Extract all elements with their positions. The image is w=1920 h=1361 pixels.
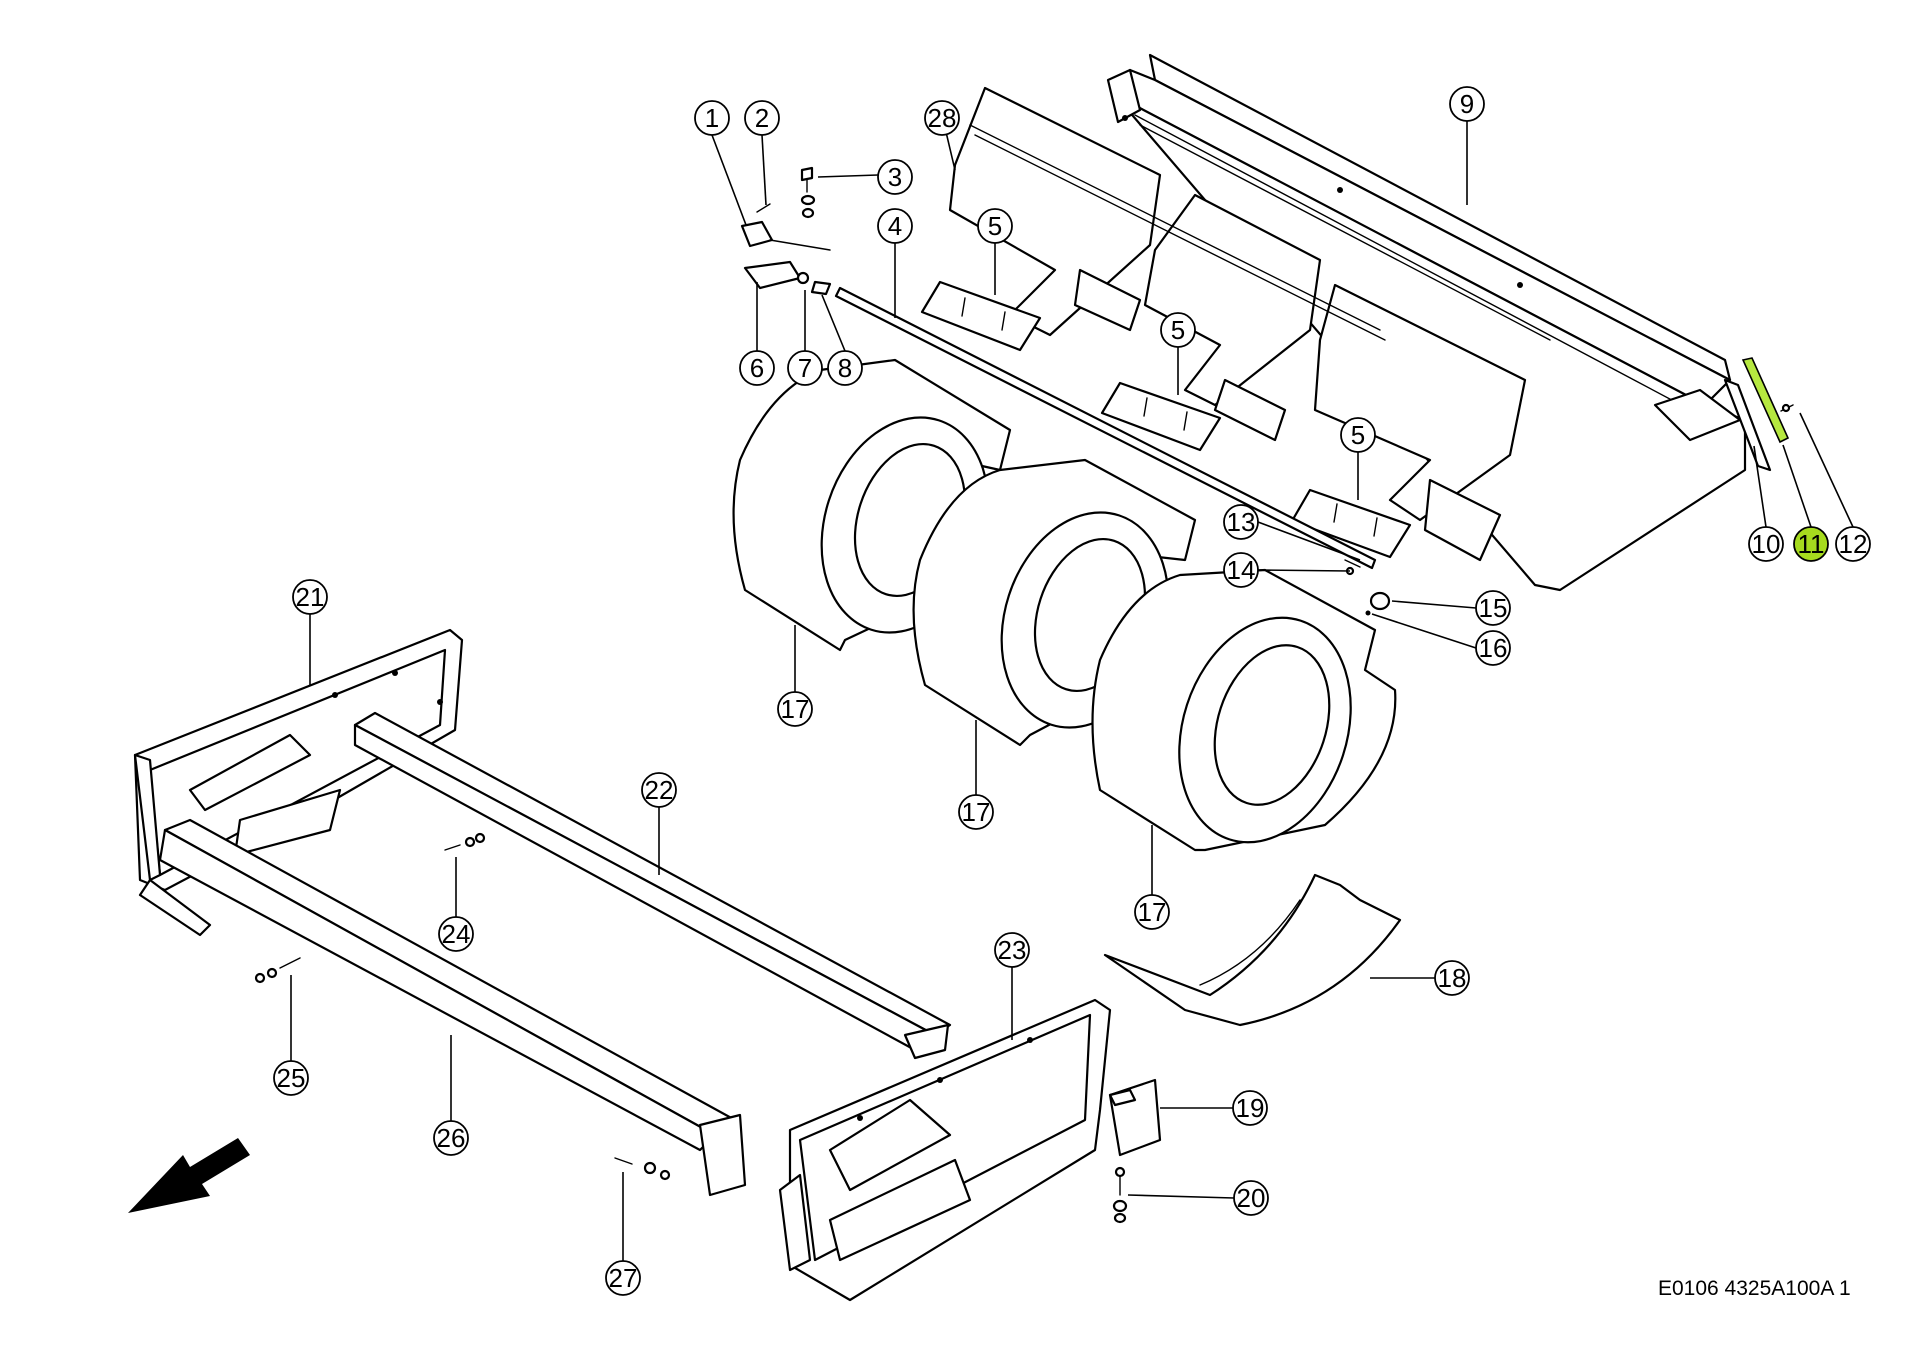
callout-5a: 5 [977,208,1013,244]
part-21-left-side-frame [133,628,464,937]
callout-5b-label: 5 [1171,315,1185,345]
callout-11-label: 11 [1798,529,1825,559]
callout-26: 26 [433,1120,469,1156]
part-12-screw [1780,403,1794,413]
callout-9: 9 [1449,86,1485,122]
callout-26-label: 26 [437,1123,466,1153]
callout-6-label: 6 [750,353,764,383]
callout-24-label: 24 [442,919,471,949]
callout-10-label: 10 [1752,529,1781,559]
callout-28: 28 [924,100,960,136]
callout-23-label: 23 [998,935,1027,965]
callout-5b: 5 [1160,312,1196,348]
callout-23: 23 [994,932,1030,968]
part-23-right-side-frame [778,998,1112,1302]
callout-13: 13 [1223,504,1259,540]
callout-17b-label: 17 [962,797,991,827]
part-5-plates [920,280,1412,559]
callout-10: 10 [1748,526,1784,562]
part-17-fan-housings [732,358,1397,852]
callout-17a-label: 17 [781,694,810,724]
callout-6: 6 [739,350,775,386]
small-hardware-cluster [740,166,832,296]
drawing-reference-caption: E0106 4325A100A 1 [1658,1277,1851,1300]
callout-21-label: 21 [296,582,325,612]
callout-16: 16 [1475,630,1511,666]
callout-5c: 5 [1340,417,1376,453]
arrow-down-left-icon [128,1138,250,1213]
callout-3-label: 3 [888,162,902,192]
callout-7-label: 7 [798,353,812,383]
callout-14: 14 [1223,552,1259,588]
callout-18: 18 [1434,960,1470,996]
callout-20: 20 [1233,1180,1269,1216]
part-11-seal-strip [1741,357,1790,444]
callout-7: 7 [787,350,823,386]
callout-4-label: 4 [888,211,902,241]
callout-14-label: 14 [1227,555,1256,585]
callout-4: 4 [877,208,913,244]
callout-27: 27 [605,1260,641,1296]
callout-9-label: 9 [1460,89,1474,119]
callout-3: 3 [877,159,913,195]
callout-17b: 17 [958,794,994,830]
part-18-curved-guide [1103,873,1402,1027]
callout-15: 15 [1475,590,1511,626]
callout-8-label: 8 [838,353,852,383]
parts-13-16-hardware [1344,559,1391,616]
part-28-shroud-blocks [948,86,1527,562]
callout-19-label: 19 [1236,1093,1265,1123]
callout-15-label: 15 [1479,593,1508,623]
fastener-bolts [254,832,1128,1224]
callout-17c-label: 17 [1138,897,1167,927]
callout-1-label: 1 [705,103,719,133]
part-4-shaft [834,286,1377,570]
callout-19: 19 [1232,1090,1268,1126]
callout-1: 1 [694,100,730,136]
callout-5a-label: 5 [988,211,1002,241]
callout-20-label: 20 [1237,1183,1266,1213]
callout-24: 24 [438,916,474,952]
callout-27-label: 27 [609,1263,638,1293]
callout-2: 2 [744,100,780,136]
callout-13-label: 13 [1227,507,1256,537]
callout-22: 22 [641,772,677,808]
callout-22-label: 22 [645,775,674,805]
callout-12: 12 [1835,526,1871,562]
callout-5c-label: 5 [1351,420,1365,450]
callout-17c: 17 [1134,894,1170,930]
part-10-strip [1723,378,1772,472]
callout-8: 8 [827,350,863,386]
callout-25: 25 [273,1060,309,1096]
part-26-crossbeam [158,818,747,1197]
callout-17a: 17 [777,691,813,727]
callout-18-label: 18 [1438,963,1467,993]
part-19-bracket [1108,1078,1162,1157]
callout-28-label: 28 [928,103,957,133]
callout-25-label: 25 [277,1063,306,1093]
callout-12-label: 12 [1839,529,1868,559]
callout-21: 21 [292,579,328,615]
part-22-crossbeam [353,711,952,1060]
callout-2-label: 2 [755,103,769,133]
callout-11: 11 [1793,526,1829,562]
callout-16-label: 16 [1479,633,1508,663]
